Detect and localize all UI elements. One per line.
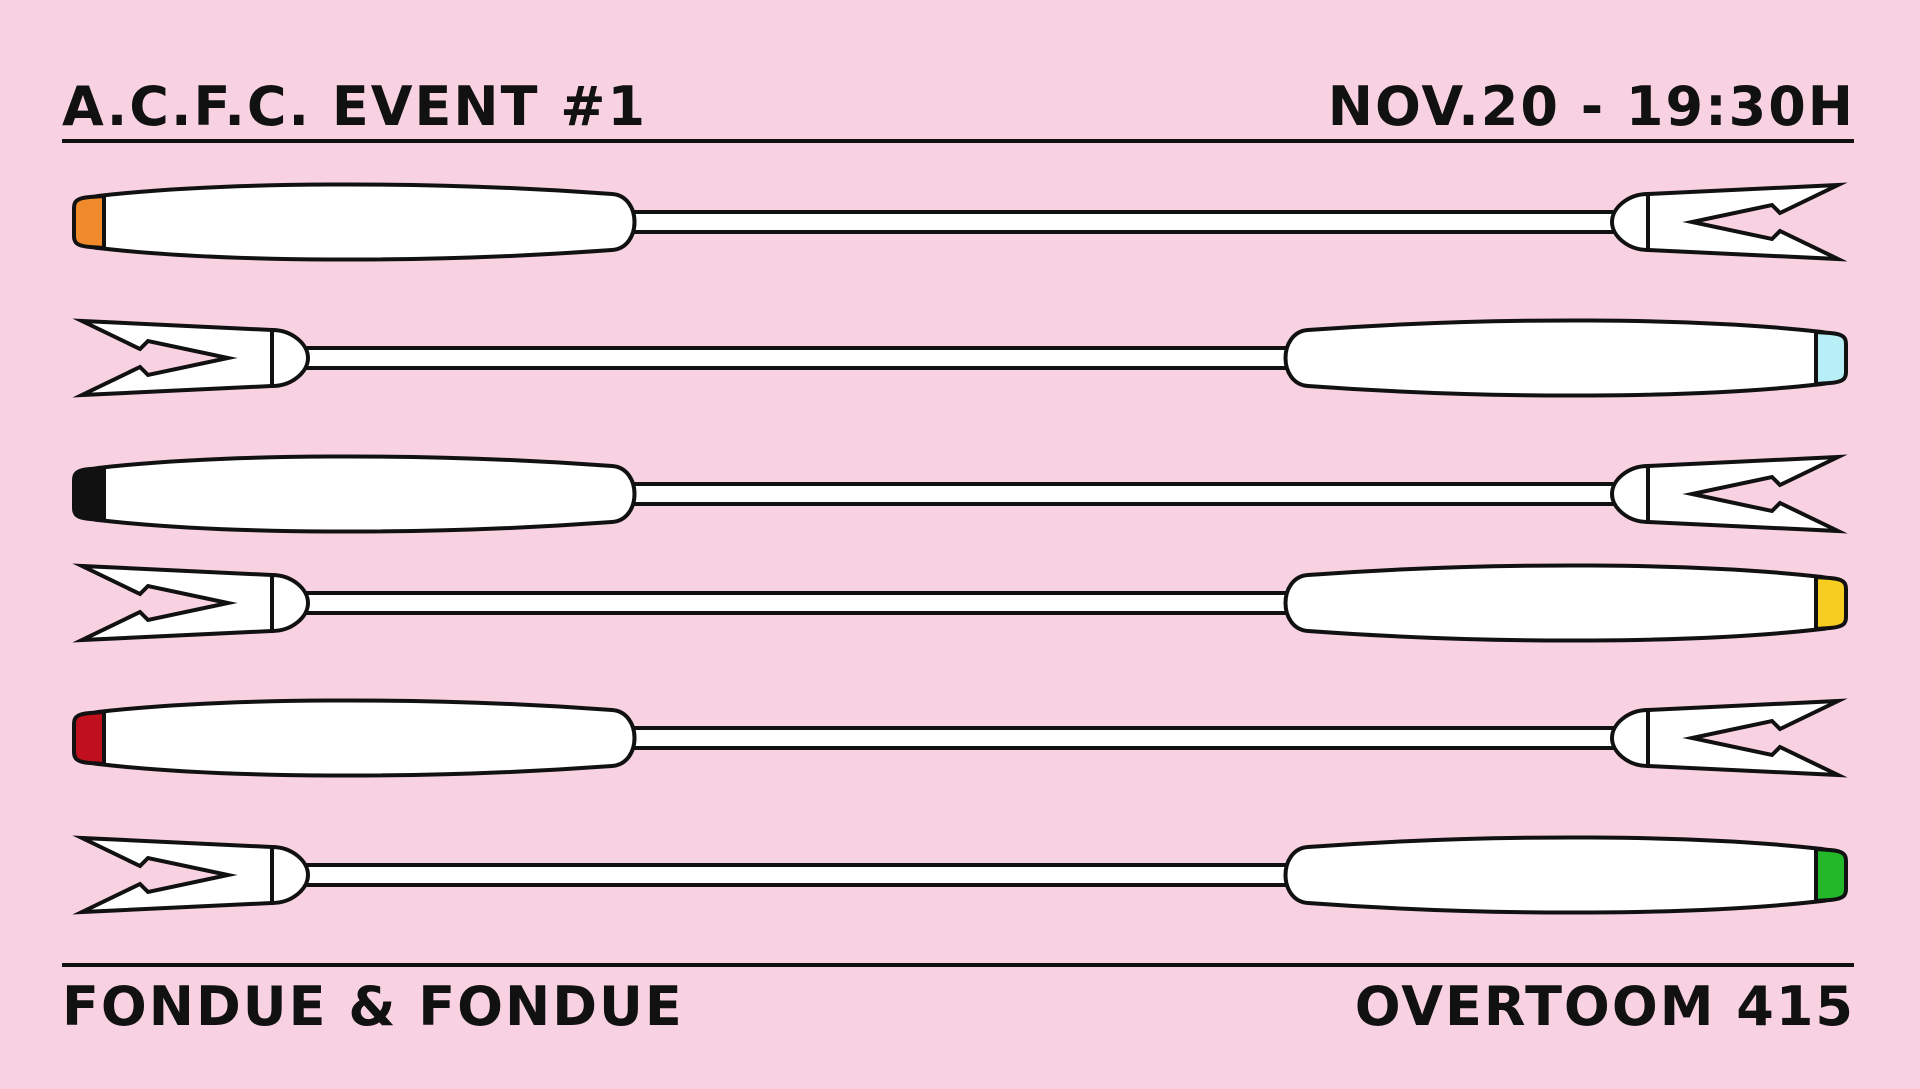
fork-shaft [618, 210, 1622, 234]
fork-handle [1283, 563, 1842, 643]
fork-shaft [618, 726, 1622, 750]
fork-collar [270, 328, 310, 388]
fondue-fork [72, 563, 1848, 643]
fork-prongs [1646, 182, 1848, 262]
fork-shaft [298, 863, 1302, 887]
fondue-fork [72, 454, 1848, 534]
fork-shaft [298, 591, 1302, 615]
fork-handle [78, 698, 637, 778]
fork-shaft [298, 346, 1302, 370]
fork-shaft [618, 482, 1622, 506]
fork-handle-tip [1814, 575, 1848, 631]
fork-handle-tip [1814, 330, 1848, 386]
event-name: FONDUE & FONDUE [62, 975, 684, 1038]
fork-prongs [72, 563, 274, 643]
fork-collar [1610, 708, 1650, 768]
fork-handle [78, 454, 637, 534]
fondue-fork [72, 182, 1848, 262]
fork-handle-tip [72, 466, 106, 522]
event-address: OVERTOOM 415 [1354, 975, 1855, 1038]
fork-prongs [72, 835, 274, 915]
event-title: A.C.F.C. EVENT #1 [62, 75, 648, 138]
fork-handle [78, 182, 637, 262]
fork-collar [1610, 464, 1650, 524]
bottom-divider [62, 963, 1854, 967]
fork-handle-tip [72, 710, 106, 766]
fondue-fork [72, 835, 1848, 915]
fork-handle [1283, 835, 1842, 915]
fork-collar [270, 845, 310, 905]
fork-prongs [1646, 698, 1848, 778]
fondue-fork [72, 318, 1848, 398]
event-datetime: NOV.20 - 19:30H [1327, 75, 1855, 138]
fork-collar [1610, 192, 1650, 252]
fork-handle-tip [1814, 847, 1848, 903]
fondue-fork [72, 698, 1848, 778]
fork-collar [270, 573, 310, 633]
fork-prongs [1646, 454, 1848, 534]
fork-handle [1283, 318, 1842, 398]
fork-prongs [72, 318, 274, 398]
fork-handle-tip [72, 194, 106, 250]
top-divider [62, 139, 1854, 143]
